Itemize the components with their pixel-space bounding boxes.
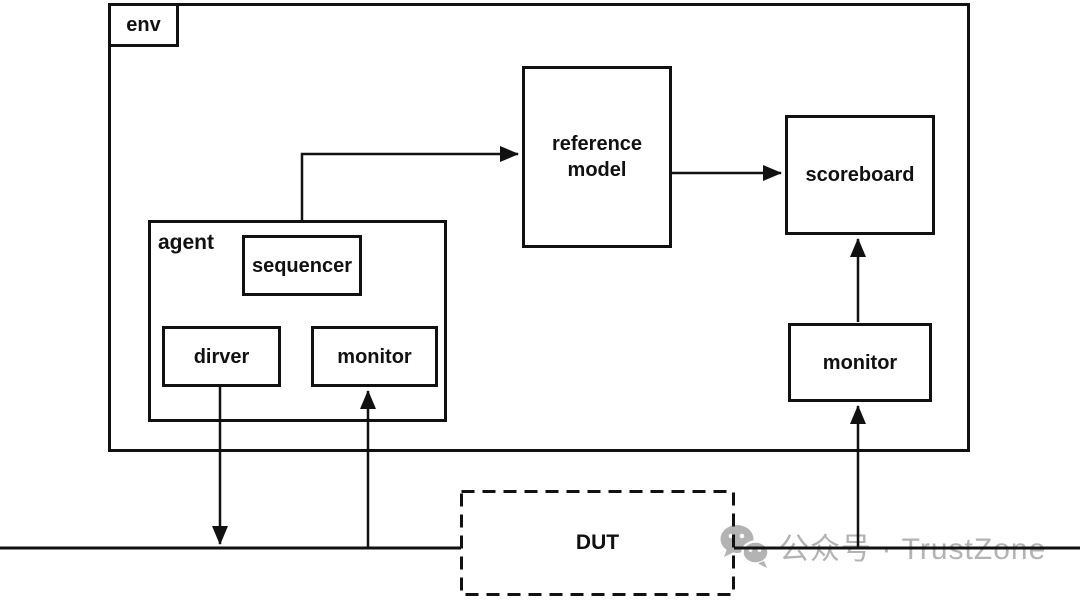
wechat-icon	[720, 525, 770, 568]
env-label: env	[126, 14, 161, 36]
sequencer-box: sequencer	[242, 235, 362, 296]
driver-label: dirver	[193, 345, 250, 368]
watermark: 公众号 · TrustZone	[720, 523, 1046, 569]
dut-box: DUT	[460, 490, 735, 596]
env-monitor-box: monitor	[788, 323, 932, 402]
sequencer-label: sequencer	[251, 254, 353, 277]
env-monitor-label: monitor	[822, 351, 898, 374]
agent-monitor-label: monitor	[337, 345, 412, 368]
reference-model-label: reference model	[551, 133, 643, 181]
dut-label: DUT	[575, 531, 620, 554]
driver-box: dirver	[162, 326, 281, 387]
scoreboard-box: scoreboard	[785, 115, 935, 235]
reference-model-box: reference model	[522, 66, 672, 248]
agent-monitor-box: monitor	[311, 326, 438, 387]
watermark-text: 公众号 · TrustZone	[779, 533, 1047, 566]
env-label-box: env	[108, 3, 179, 47]
scoreboard-label: scoreboard	[805, 164, 915, 186]
agent-label: agent	[158, 231, 215, 254]
